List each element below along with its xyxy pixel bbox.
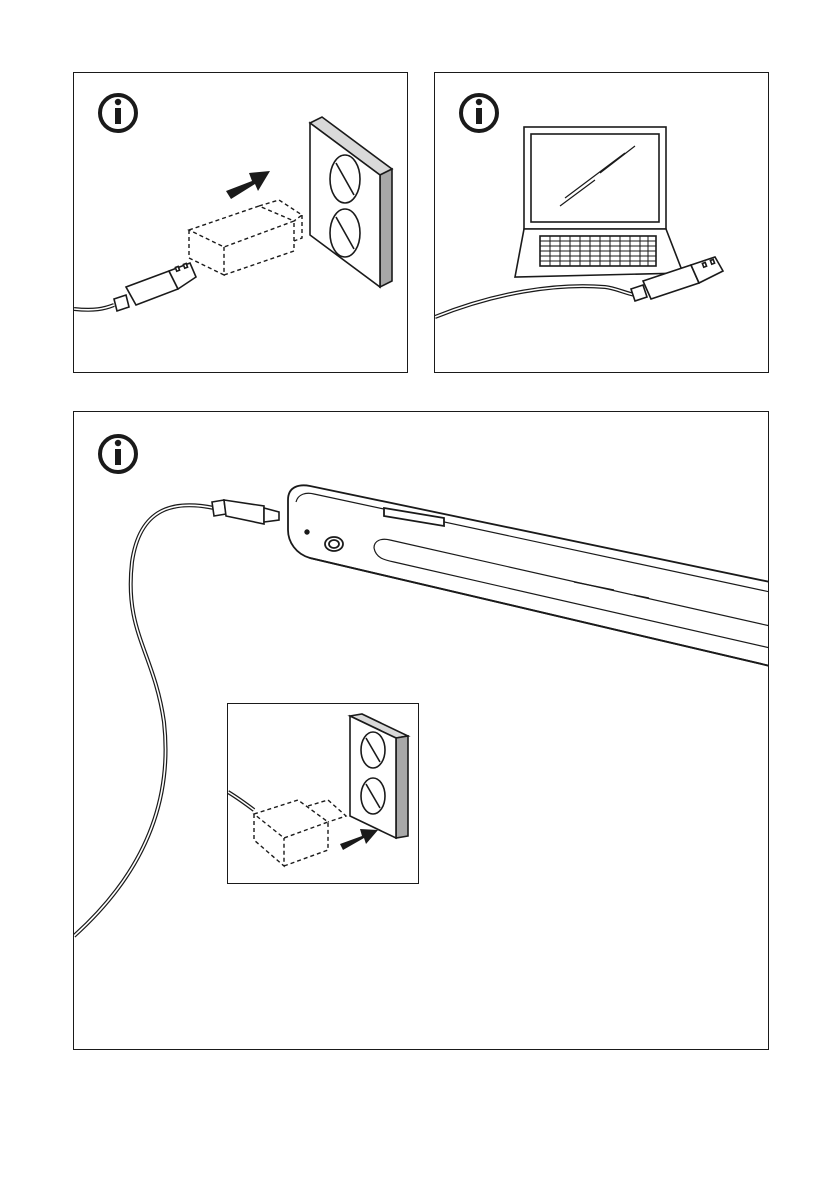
lamp-illustration	[74, 412, 769, 1050]
adapter-socket-illustration	[228, 704, 419, 884]
instruction-panel-laptop	[434, 72, 769, 373]
wall-socket	[310, 117, 392, 287]
usb-adapter-outline	[254, 800, 346, 866]
instruction-panel-lamp-connection	[73, 411, 769, 1050]
inset-plug-adapter	[227, 703, 419, 884]
info-icon	[100, 95, 136, 131]
info-icon	[100, 436, 136, 472]
laptop	[515, 127, 683, 277]
wall-socket	[350, 714, 408, 838]
keyboard-grid	[540, 236, 656, 266]
lamp-bar	[288, 485, 769, 666]
direction-arrow	[226, 171, 270, 199]
info-icon	[461, 95, 497, 131]
direction-arrow	[340, 829, 378, 850]
wall-socket-illustration	[74, 73, 408, 373]
laptop-illustration	[435, 73, 769, 373]
usb-plug	[114, 263, 196, 311]
cable-connector	[212, 500, 279, 524]
instruction-panel-wall-socket	[73, 72, 408, 373]
usb-adapter-outline	[189, 200, 302, 275]
